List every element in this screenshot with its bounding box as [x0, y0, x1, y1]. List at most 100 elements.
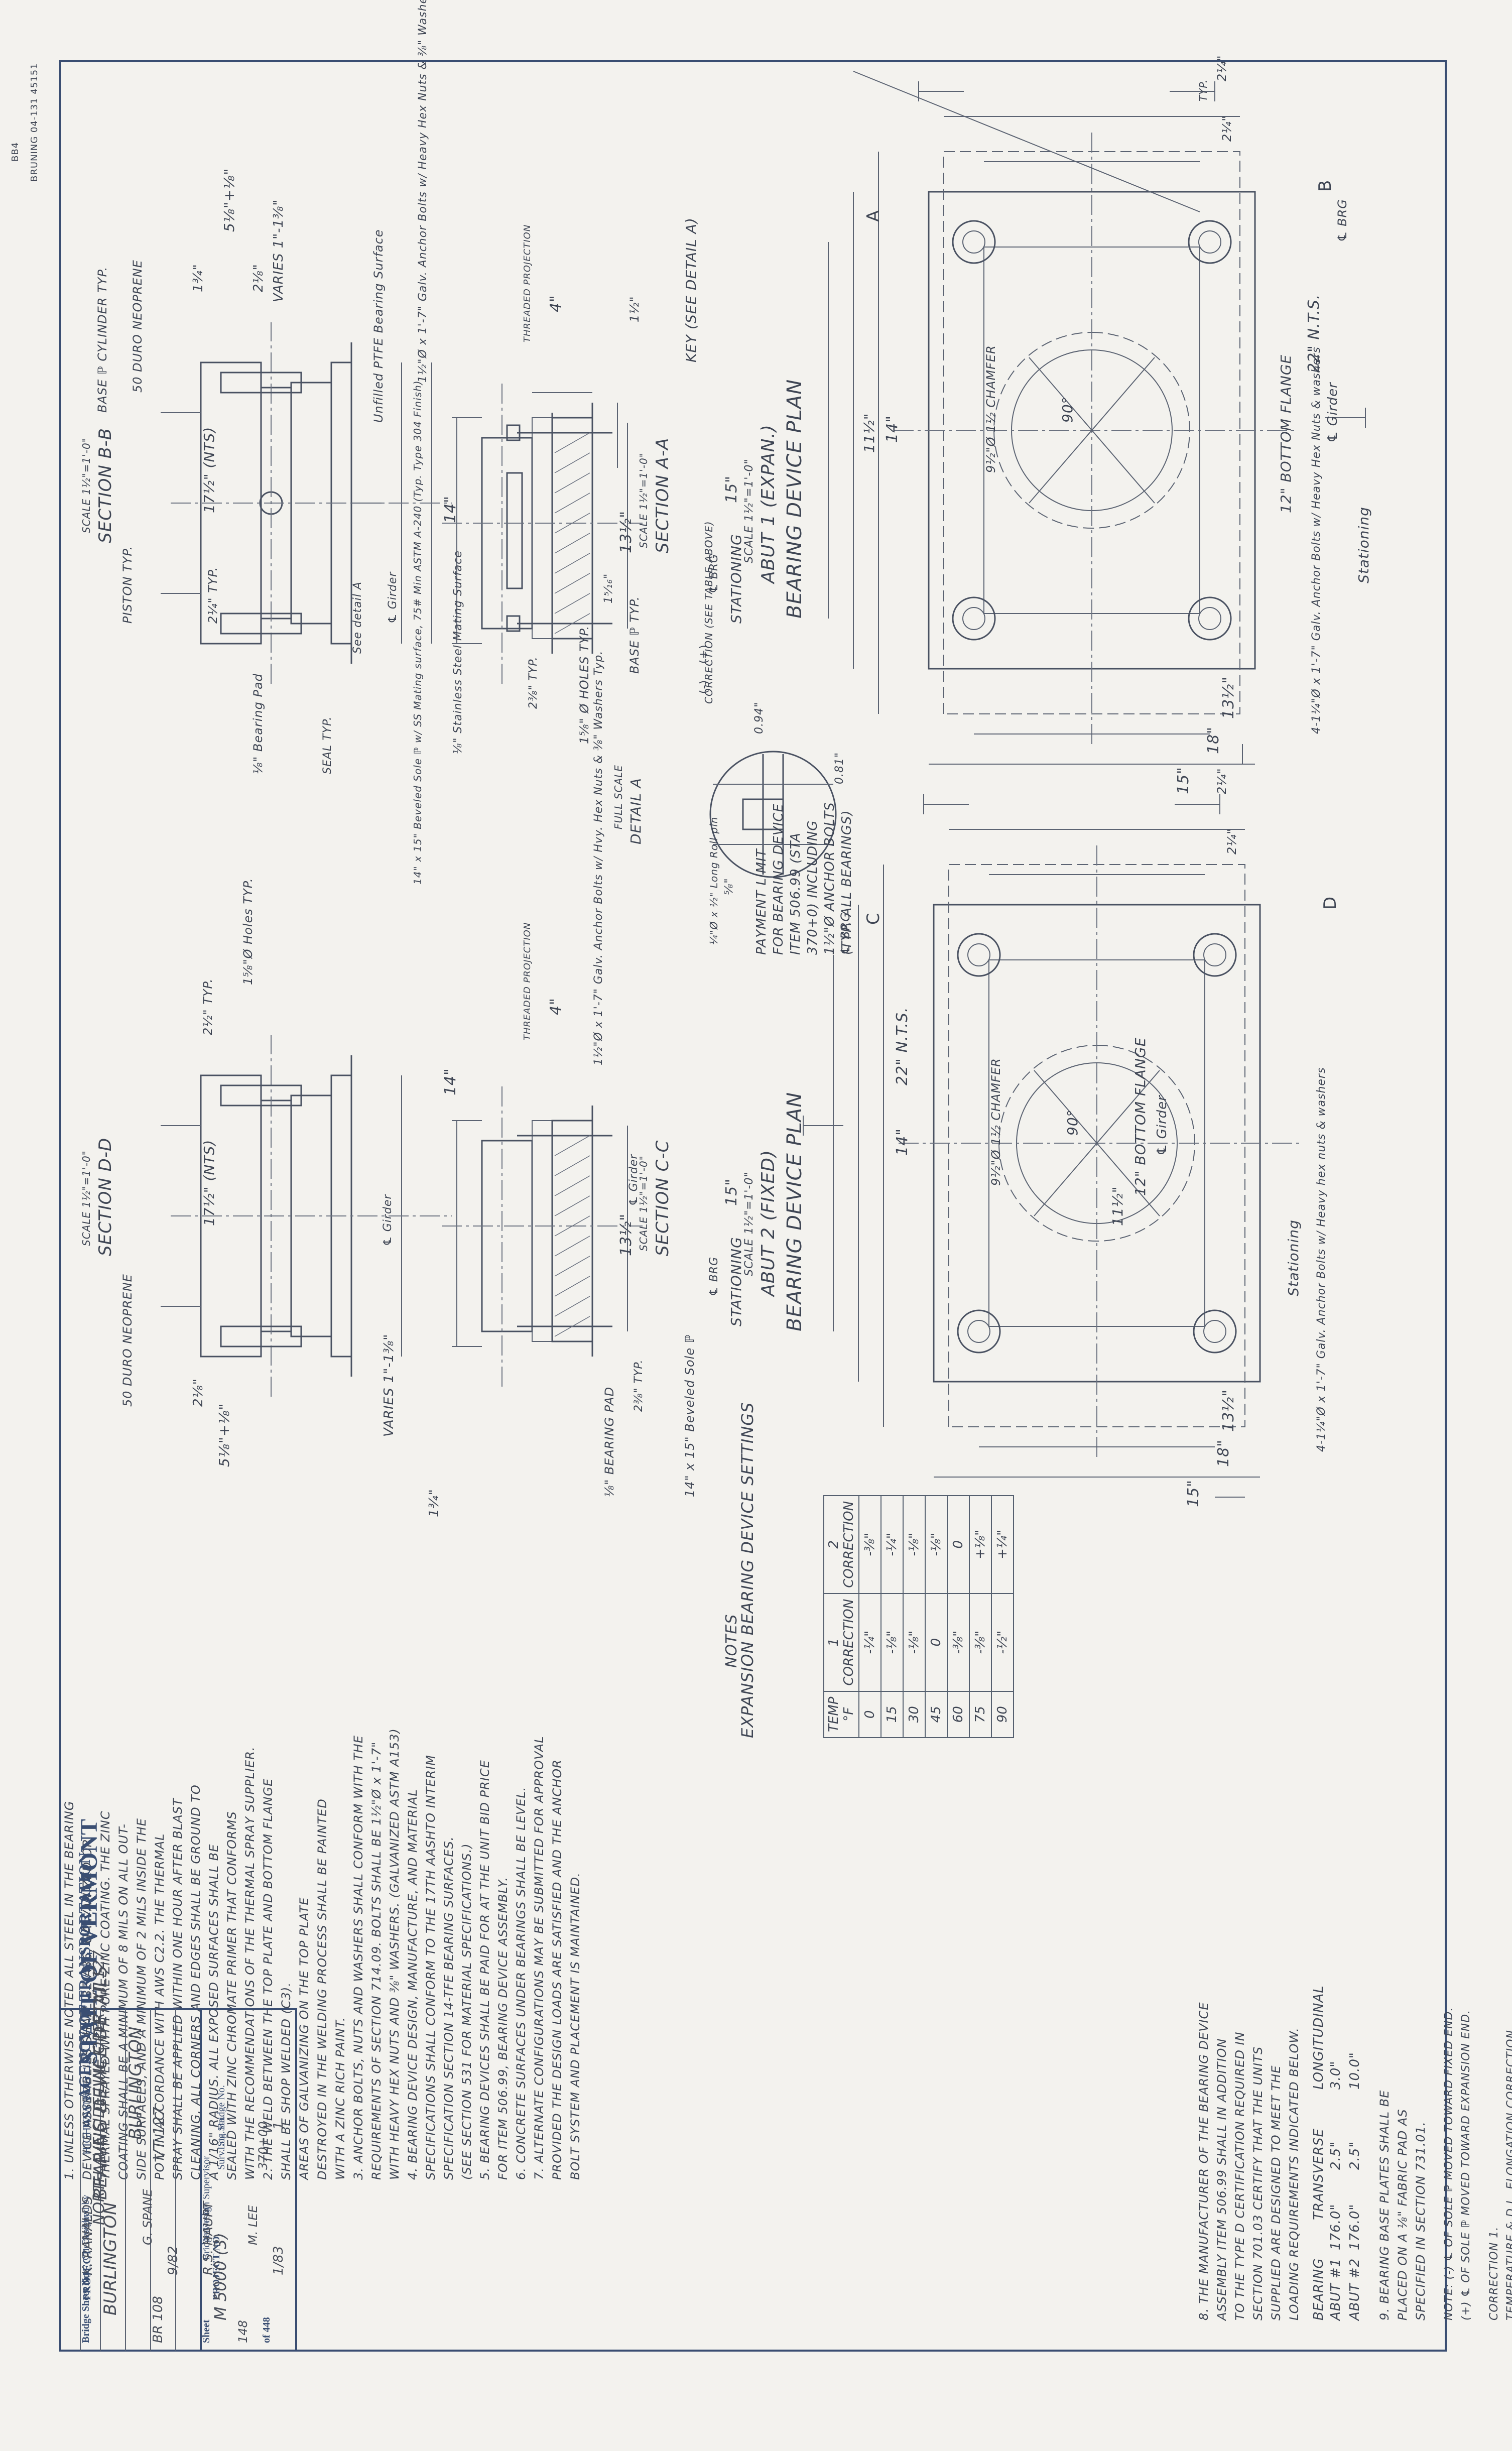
side-tag: BB4 [10, 142, 21, 162]
table-row: 90-½"+¼" [991, 1495, 1014, 1738]
section-cc-dim-13: 13½" [617, 1213, 635, 1256]
note-line: BOLT SYSTEM AND PLACEMENT IS MAINTAINED. [568, 1872, 582, 2180]
plan1-dim-length1: 13½" [1220, 676, 1237, 719]
note8-line: SECTION 701.03 CERTIFY THAT THE UNITS [1251, 2046, 1265, 2320]
section-bb-dim-1712: 17½" (NTS) [201, 426, 217, 513]
header-cell: TEMP °F [824, 1691, 859, 1738]
note-line: SHALL BE SHOP WELDED (C3). [279, 1982, 293, 2180]
cell: 15 [881, 1691, 903, 1738]
plan2-dim-width2: 11½" [1109, 1186, 1126, 1226]
section-dd-drawing [161, 1035, 452, 1397]
plan2-dim-length3: 15" [1185, 1480, 1202, 1507]
header-cell: 1 CORRECTION [824, 1593, 859, 1691]
loading-header-cell: LONGITUDINAL [1311, 1985, 1326, 2090]
tb-surv-sta: 370+00 [256, 2121, 270, 2170]
settings-title: EXPANSION BEARING DEVICE SETTINGS [738, 1402, 757, 1738]
tb-sheet-no: BR 108 [151, 2296, 166, 2343]
plan2-stationing: Stationing [1285, 1219, 1302, 1296]
section-aa-holes: 1⅝" Ø HOLES TYP. [577, 625, 591, 744]
loading-header-cell: BEARING [1311, 2258, 1326, 2320]
section-bb-see-detail: See detail A [351, 581, 364, 654]
cell: 0 [925, 1593, 947, 1691]
section-aa-dim-1516: 1⁵⁄₁₆" [602, 573, 615, 603]
plan1-dim-edge2: 2¼" [1220, 115, 1234, 142]
section-bb-pad: ⅛" Bearing Pad [251, 673, 265, 774]
tb-date2: 1/83 [271, 2246, 286, 2275]
note-line: FOR ITEM 506.99, BEARING DEVICE ASSEMBLY… [496, 1877, 510, 2180]
tb-designed: G. SPANE [141, 2189, 155, 2245]
spacer [1430, 1768, 1441, 2320]
section-bb-dim-134: 1¾" [191, 264, 206, 292]
loading-table-header: BEARINGTRANSVERSELONGITUDINAL [1311, 1768, 1326, 2320]
section-cc-dim-15: 15" [723, 1178, 740, 1206]
section-aa-corr-label: CORRECTION (SEE TABLE ABOVE) [703, 521, 715, 704]
sign-note-line: (+) ℄ OF SOLE ℙ MOVED TOWARD EXPANSION E… [1460, 2009, 1472, 2320]
detail-a-scale: FULL SCALE [612, 765, 624, 829]
detail-a-d3: ⅝" [723, 878, 735, 895]
cell: -⅛" [925, 1495, 947, 1594]
section-dd-dim-14: 14" [442, 1068, 459, 1095]
plan1-scale: SCALE 1½"=1'-0" [743, 458, 755, 564]
tb-sheet-num: 148 [236, 2320, 250, 2343]
plan2-subtitle: ABUT 2 (FIXED) [758, 1150, 779, 1296]
tb-surv-sta-label: Surv. Sta. [216, 2131, 227, 2170]
header-cell: 2 CORRECTION [824, 1495, 859, 1594]
note-line: CLEANING. ALL CORNERS AND EDGES SHALL BE… [189, 1784, 203, 2180]
plan2-dim-length2: 18" [1215, 1439, 1232, 1467]
note8-block: 8. THE MANUFACTURER OF THE BEARING DEVIC… [1195, 1768, 1512, 2320]
note-line: PROVIDED THE DESIGN LOADS ARE SATISFIED … [550, 1759, 564, 2180]
plan1-angle: 90° [1059, 396, 1076, 423]
plan1-anchor-note: 4-1¼"Ø x 1'-7" Galv. Anchor Bolts w/ Hea… [1310, 346, 1323, 734]
note8-line: 8. THE MANUFACTURER OF THE BEARING DEVIC… [1197, 2002, 1211, 2320]
table-row: 60-⅜"0 [947, 1495, 969, 1738]
section-aa-dim-238: 2⅜" TYP. [527, 656, 540, 709]
section-cc-brg: ℄ BRG [708, 1256, 720, 1296]
note-line: WITH THE RECOMMENDATIONS OF THE THERMAL … [243, 1746, 257, 2180]
note-line: (SEE SECTION 531 FOR MATERIAL SPECIFICAT… [460, 1843, 474, 2180]
plan2-girder: ℄ Girder [1155, 1095, 1170, 1156]
spacer [1364, 1768, 1375, 2320]
loading-cell: 176.0" [1328, 2203, 1343, 2250]
cell: +⅛" [969, 1495, 991, 1594]
tb-project: BURLINGTON [100, 2202, 120, 2315]
plan1-stationing: Stationing [1355, 507, 1372, 583]
plan2-dim-top-plate: 22" N.T.S. [894, 1007, 911, 1085]
section-dd-dim-top: 5⅛"+⅛" [216, 1403, 232, 1467]
section-bb-dim-214: 2¼" TYP. [206, 566, 220, 624]
section-dd-varies: VARIES 1"-1⅜" [382, 1333, 397, 1437]
detail-a-d2: 0.81" [833, 752, 846, 784]
note-line: WITH A ZINC RICH PAINT. [333, 2017, 347, 2180]
cell: -¼" [881, 1495, 903, 1594]
section-aa-dim-15: 15" [723, 475, 740, 503]
plan2-dim-length1: 13½" [1220, 1389, 1237, 1432]
correction1-line: CORRECTION 1. [1488, 2226, 1500, 2320]
cell: -⅜" [859, 1495, 881, 1594]
section-cc-title: SECTION C-C [653, 1140, 673, 1256]
section-cc-girder: ℄ Girder [627, 1154, 640, 1206]
section-aa-dim-side: 1½" [627, 296, 642, 322]
section-dd-title: SECTION D-D [95, 1137, 115, 1256]
plan1-chamfer: 9½"Ø 1½ CHAMFER [984, 345, 998, 473]
plan1-section-b: B [1315, 179, 1335, 192]
cell: 30 [903, 1691, 925, 1738]
table-row: 15-⅛"-¼" [881, 1495, 903, 1738]
note-line: SPECIFICATIONS SHALL CONFORM TO THE 17TH… [424, 1754, 438, 2180]
plan2-dim-width: 14" [894, 1128, 911, 1156]
cell: -½" [991, 1593, 1014, 1691]
note9-line: SPECIFIED IN SECTION 731.01. [1414, 2121, 1428, 2321]
plan1-dim-width2: 11½" [861, 413, 877, 453]
section-aa-drawing [442, 383, 643, 684]
loading-cell: ABUT #1 [1328, 2258, 1343, 2320]
plan1-dim-typ: TYP. [1197, 79, 1209, 101]
tb-sheet-label: Bridge Sheet No. [80, 2271, 91, 2343]
section-cc-anchor: 1½"Ø x 1'-7" Galv. Anchor Bolts w/ Hvy. … [592, 650, 605, 1065]
note-line: POT, IN ACCORDANCE WITH AWS C2.2. THE TH… [153, 1833, 167, 2180]
note-line: 4. BEARING DEVICE DESIGN, MANUFACTURE, A… [406, 1789, 420, 2180]
section-bb-dim-218: 2⅛" [251, 264, 266, 292]
loading-cell: ABUT #2 [1347, 2258, 1362, 2320]
tb-highway: VT 127 [151, 2107, 168, 2160]
plan1-dim-length2: 18" [1205, 726, 1222, 754]
